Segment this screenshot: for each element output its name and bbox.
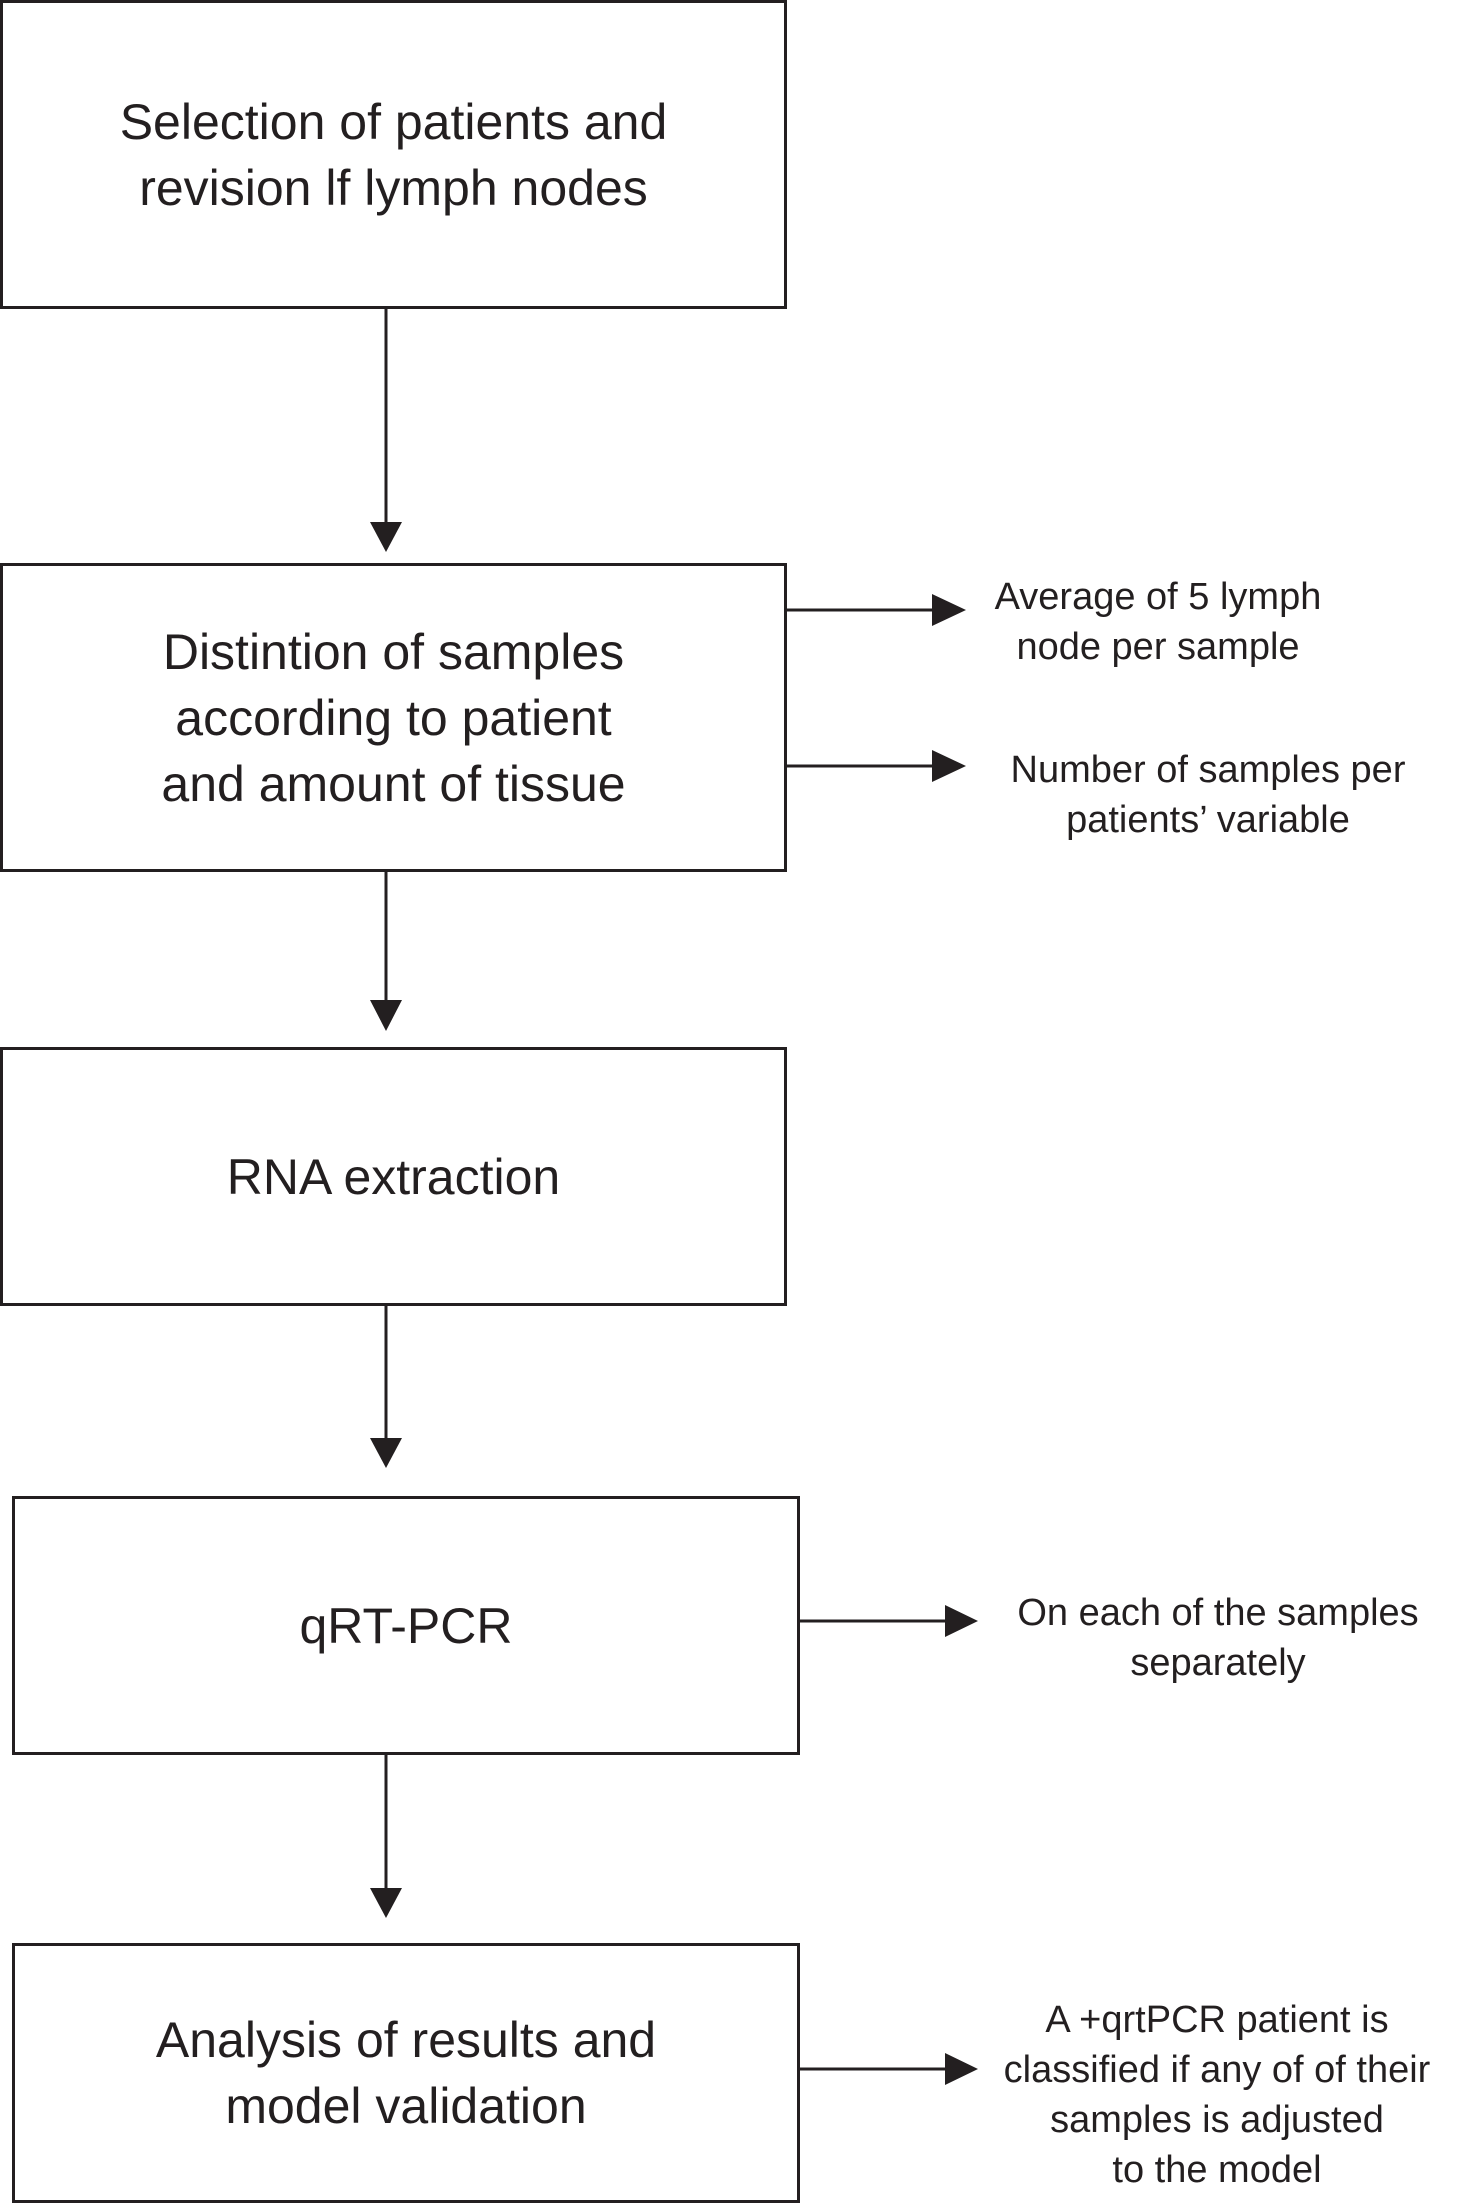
step-label-analysis: Analysis of results and model validation [155, 2012, 657, 2134]
step-label-distinction: Distintion of samples according to patie… [161, 623, 626, 812]
arrowhead-right-note1 [932, 594, 966, 626]
step-label-rna-extraction: RNA extraction [226, 1148, 561, 1205]
arrowhead-down-step4 [370, 1438, 402, 1468]
step-box-analysis: Analysis of results and model validation [12, 1943, 800, 2203]
step-label-qrt-pcr: qRT-PCR [299, 1597, 513, 1654]
step-box-selection: Selection of patients and revision lf ly… [0, 0, 787, 309]
note-each-sample-separately: On each of the samples separately [1017, 1592, 1419, 1684]
step-label-selection: Selection of patients and revision lf ly… [119, 93, 668, 216]
arrowhead-right-note3 [945, 1605, 978, 1637]
note-positive-patient-classification: A +qrtPCR patient is classified if any o… [1003, 1999, 1431, 2191]
note-average-lymph-nodes: Average of 5 lymph node per sample [994, 576, 1322, 668]
step-box-rna-extraction: RNA extraction [0, 1047, 787, 1306]
arrowhead-down-step3 [370, 1000, 402, 1031]
note-samples-per-variable: Number of samples per patients’ variable [1010, 749, 1406, 841]
step-box-qrt-pcr: qRT-PCR [12, 1496, 800, 1755]
arrowhead-down-step5 [370, 1888, 402, 1918]
arrowhead-right-note4 [945, 2053, 978, 2085]
step-box-distinction: Distintion of samples according to patie… [0, 563, 787, 872]
arrowhead-right-note2 [932, 750, 966, 782]
arrowhead-down-step2 [370, 522, 402, 552]
